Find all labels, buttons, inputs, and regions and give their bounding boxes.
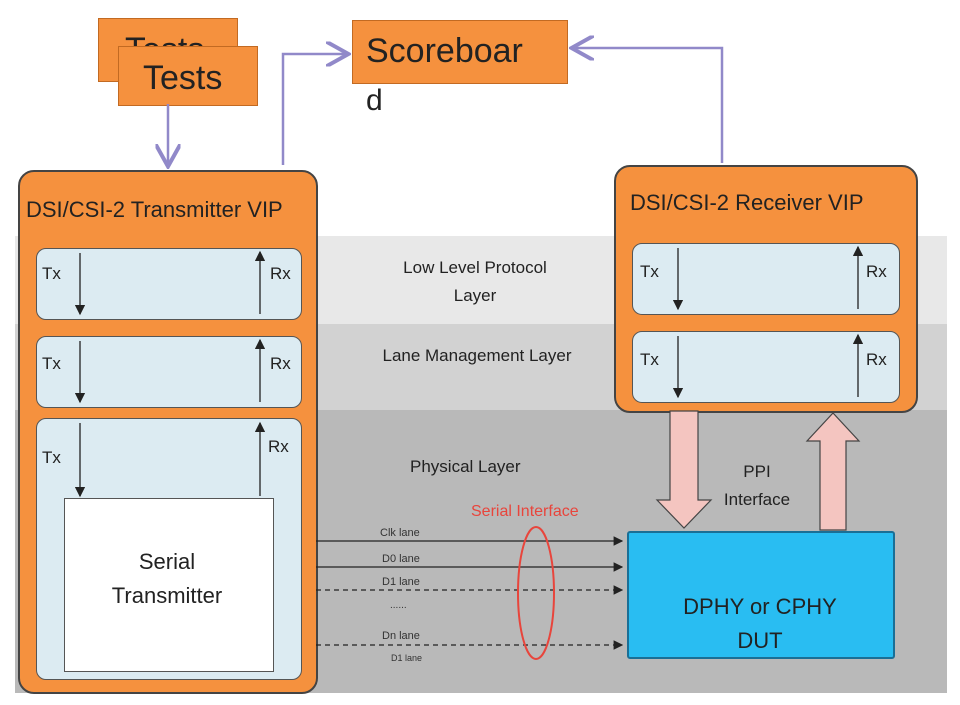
rx-row2-tx-label: Tx xyxy=(640,350,659,369)
transmitter-title: DSI/CSI-2 Transmitter VIP xyxy=(26,197,283,222)
serial-interface-label: Serial Interface xyxy=(471,503,579,520)
lane-label-d0: D0 lane xyxy=(382,553,420,565)
tests-box: Tests xyxy=(118,46,258,106)
arrow-receiver-to-scoreboard xyxy=(574,48,724,163)
label-lane-management: Lane Management Layer xyxy=(382,346,572,365)
rx-row1-rx-label: Rx xyxy=(866,262,887,281)
ppi-up-arrow xyxy=(805,412,861,531)
scoreboard-label-2: d xyxy=(366,84,383,117)
serial-interface-ring xyxy=(517,526,555,660)
tx-row2-tx-label: Tx xyxy=(42,354,61,373)
tx-row1-tx-label: Tx xyxy=(42,264,61,283)
serial-transmitter-block xyxy=(64,498,274,672)
label-physical: Physical Layer xyxy=(410,457,521,476)
tx-row2-rx-label: Rx xyxy=(270,354,291,373)
tx-row3-rx-label: Rx xyxy=(268,437,289,456)
dut-label: DPHY or CPHY DUT xyxy=(683,594,837,653)
rx-row1-tx-label: Tx xyxy=(640,262,659,281)
scoreboard-label-1: Scoreboar xyxy=(366,32,523,70)
lane-label-d1: D1 lane xyxy=(382,576,420,588)
receiver-title: DSI/CSI-2 Receiver VIP xyxy=(630,190,864,215)
label-low-level: Low Level Protocol Layer xyxy=(403,258,547,305)
scoreboard-box xyxy=(352,20,568,84)
lane-label-dots: ...... xyxy=(390,600,407,611)
tests-label: Tests xyxy=(143,59,223,97)
arrow-transmitter-to-scoreboard xyxy=(281,54,346,165)
serial-transmitter-label: Serial Transmitter xyxy=(111,549,223,608)
tx-row1-rx-label: Rx xyxy=(270,264,291,283)
dut-box xyxy=(627,531,895,659)
ppi-down-arrow xyxy=(655,410,713,529)
tx-row3-tx-label: Tx xyxy=(42,448,61,467)
ppi-label: PPI Interface xyxy=(723,462,791,509)
rx-row2-rx-label: Rx xyxy=(866,350,887,369)
rx-lane-mgmt-box xyxy=(632,331,900,403)
lane-label-clk: Clk lane xyxy=(380,527,420,539)
lane-label-dn: Dn lane xyxy=(382,630,420,642)
lane-label-d1-small: D1 lane xyxy=(391,653,423,663)
